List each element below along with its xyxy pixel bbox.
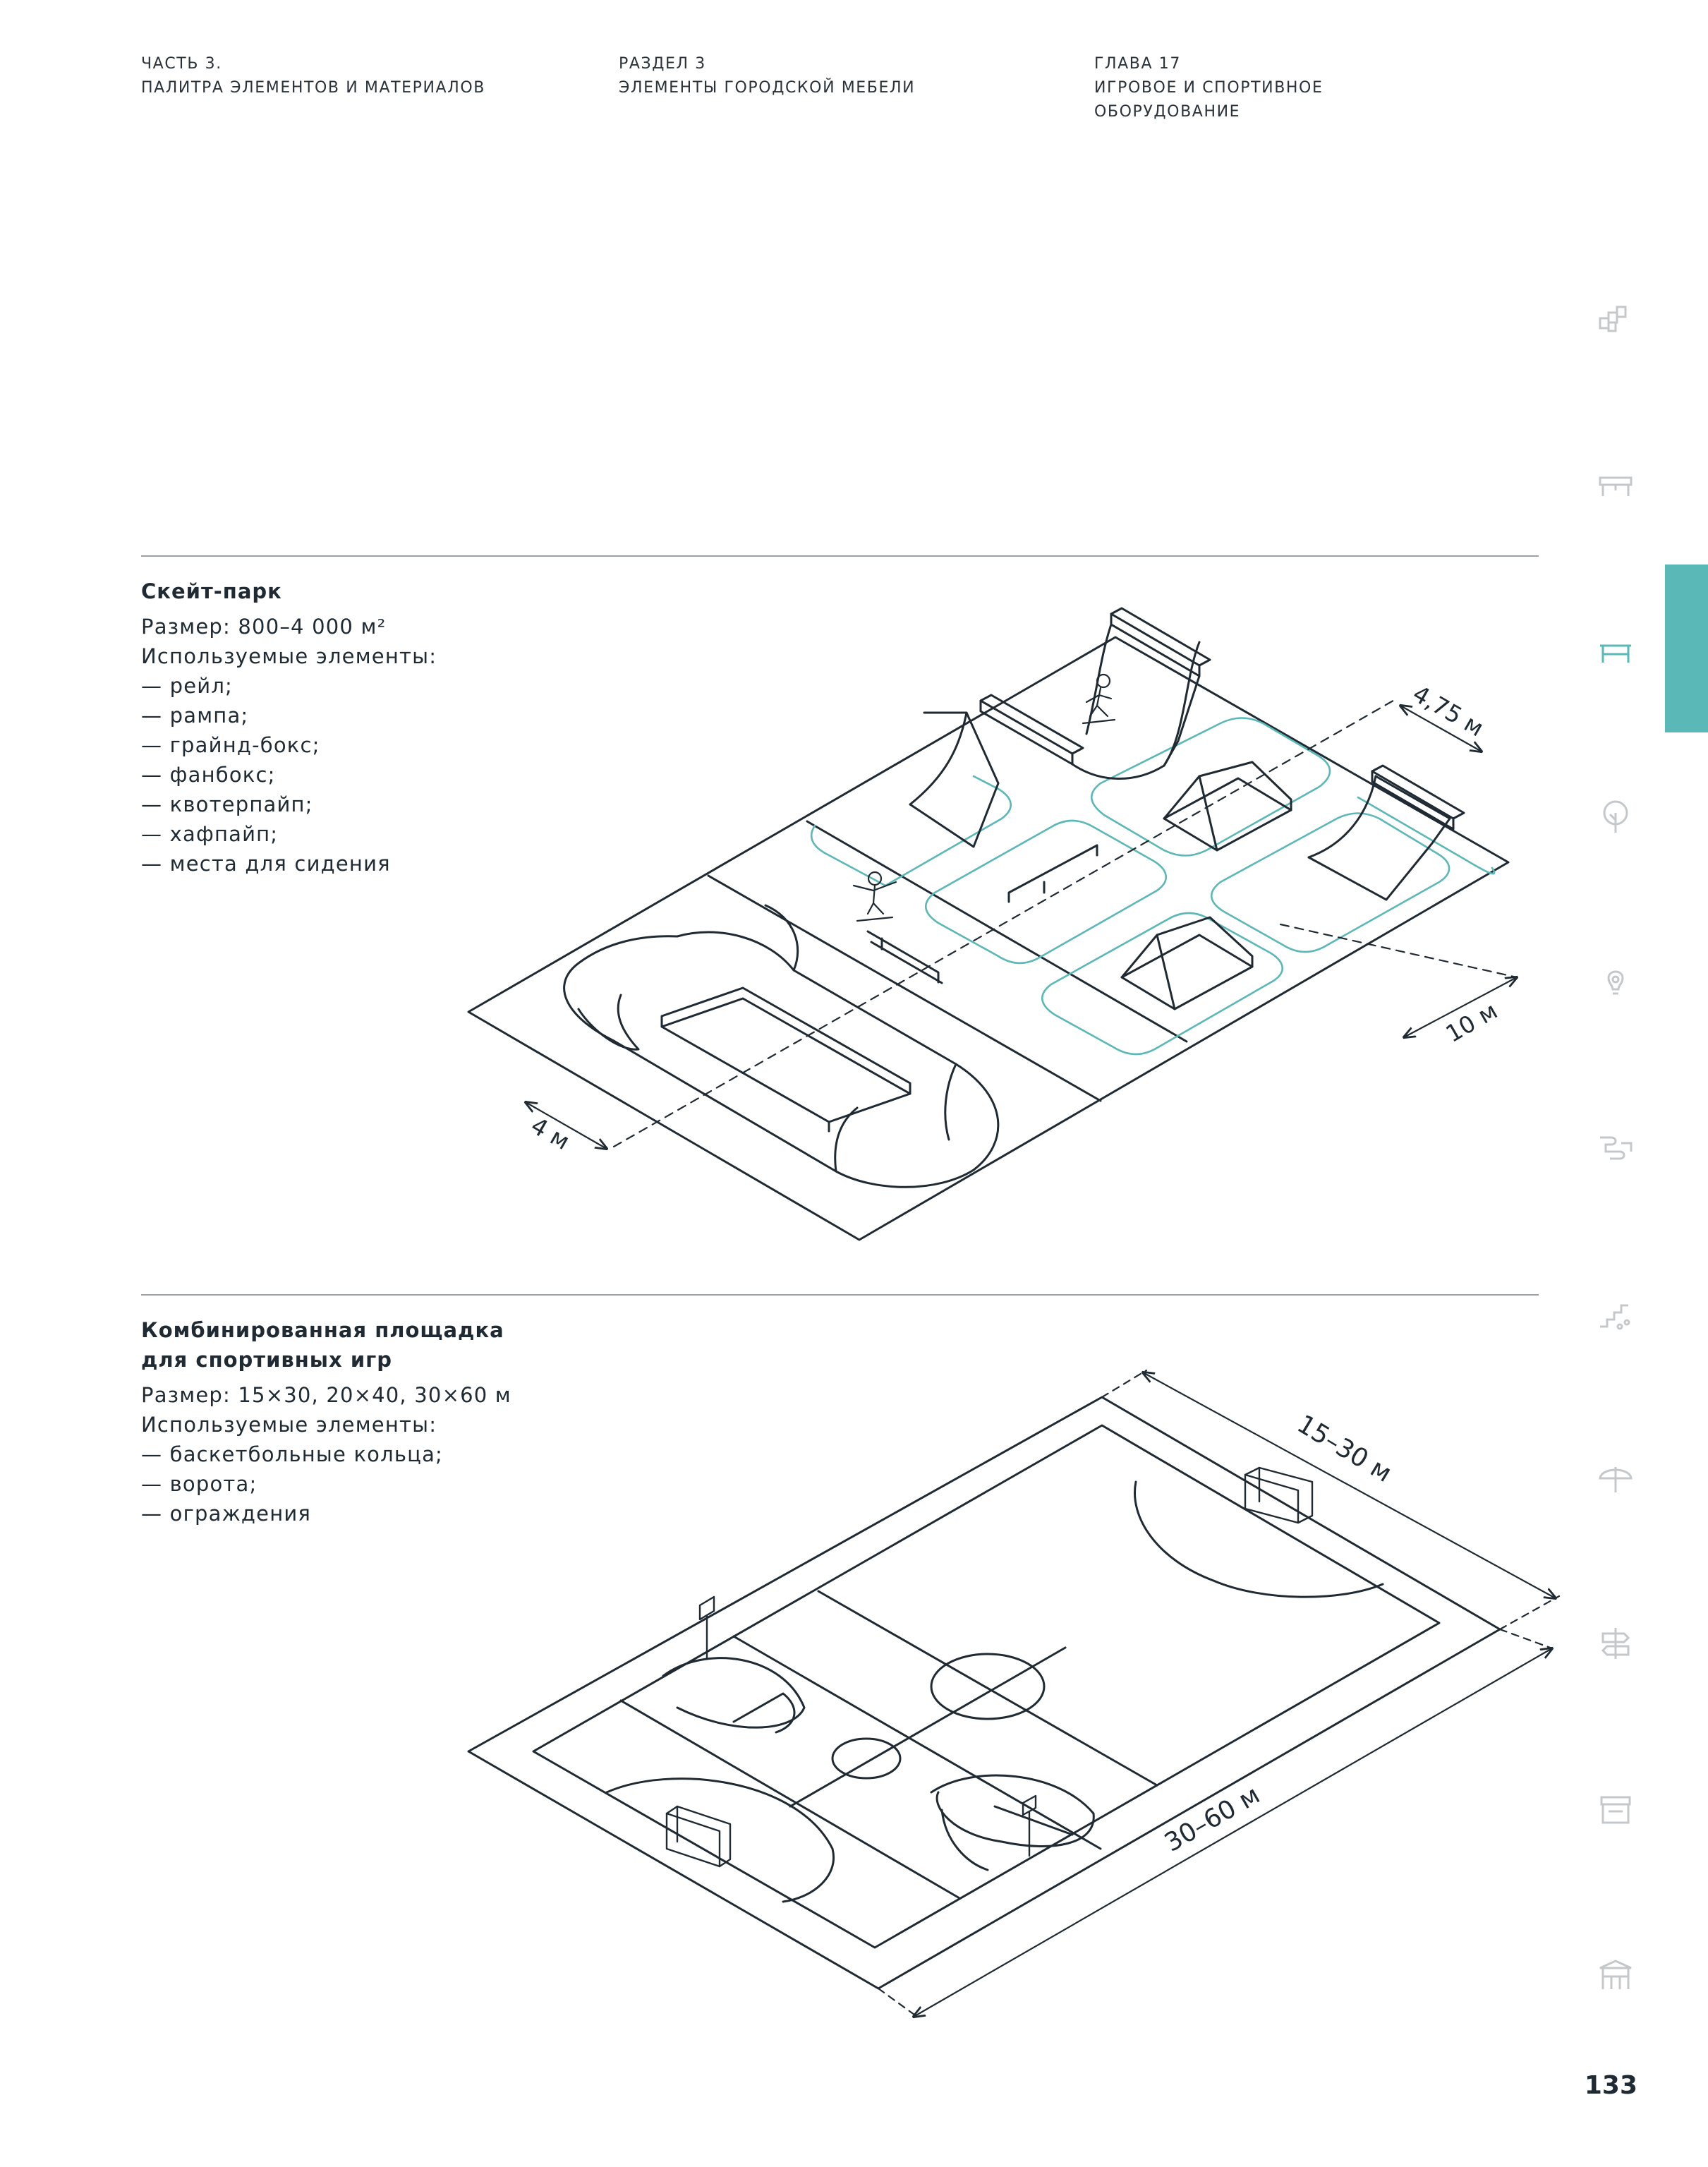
list-item: ограждения (141, 1499, 536, 1528)
quarterpipe (1307, 764, 1465, 901)
skatepark-diagram (467, 607, 1517, 1241)
umbrella-icon[interactable] (1596, 1459, 1635, 1498)
pipe-icon[interactable] (1596, 1128, 1635, 1167)
dimension-arrow (526, 1102, 607, 1149)
sports-title-line1: Комбинированная площадка (141, 1318, 504, 1342)
sports-dim-width-label: 15–30 м (1292, 1410, 1396, 1488)
dimension-arrow (1404, 977, 1517, 1037)
funbox (1163, 761, 1292, 852)
header-part-line2: ПАЛИТРА ЭЛЕМЕНТОВ И МАТЕРИАЛОВ (141, 79, 485, 97)
sports-ground-outer (467, 1396, 1501, 1990)
list-item: ворота; (141, 1469, 536, 1499)
list-item: рейл; (141, 671, 536, 701)
sports-court (532, 1424, 1441, 1949)
center-circle-large (930, 1653, 1046, 1720)
page-number: 133 (1584, 2071, 1637, 2100)
list-item: фанбокс; (141, 760, 536, 790)
sports-element-list: баскетбольные кольца; ворота; ограждения (141, 1439, 536, 1528)
skate-pads (811, 717, 1496, 1056)
skatepark-used-label: Используемые элементы: (141, 644, 437, 668)
skatepark-zone-divider (707, 874, 1102, 1102)
dimension-arrow (1400, 706, 1482, 751)
skate-bowl (563, 904, 1000, 1188)
kiosk-icon[interactable] (1596, 1790, 1635, 1830)
header-chapter: ГЛАВА 17 ИГРОВОЕ И СПОРТИВНОЕ ОБОРУДОВАН… (1094, 52, 1323, 124)
football-goal (665, 1805, 732, 1868)
bench-icon[interactable] (1596, 466, 1635, 506)
basketball-hoop (698, 1595, 715, 1660)
sports-diagram (467, 1369, 1561, 2017)
sports-description: Комбинированная площадка для спортивных … (141, 1315, 536, 1528)
header-section-line1: РАЗДЕЛ 3 (619, 55, 706, 73)
pavilion-icon[interactable] (1596, 1955, 1635, 1995)
sports-dimension-lines (877, 1369, 1561, 2017)
list-item: квотерпайп; (141, 790, 536, 819)
sports-title-line2: для спортивных игр (141, 1348, 393, 1372)
section-divider-skatepark (141, 555, 1539, 557)
header-section-line2: ЭЛЕМЕНТЫ ГОРОДСКОЙ МЕБЕЛИ (619, 79, 916, 97)
section-divider-sports (141, 1294, 1539, 1296)
skatepark-description: Скейт-парк Размер: 800–4 000 м² Использу… (141, 577, 536, 879)
sports-size: Размер: 15×30, 20×40, 30×60 м (141, 1383, 511, 1407)
list-item: хафпайп; (141, 819, 536, 849)
tree-icon[interactable] (1596, 797, 1635, 837)
court-line (619, 1699, 961, 1900)
list-item: места для сидения (141, 849, 536, 879)
center-circle (831, 1737, 902, 1780)
blocks-icon[interactable] (1596, 301, 1635, 341)
court-arc (732, 1692, 796, 1734)
list-item: рампа; (141, 701, 536, 730)
skater-figure (1082, 673, 1116, 725)
header-chapter-line3: ОБОРУДОВАНИЕ (1094, 103, 1241, 121)
stairs-icon[interactable] (1596, 1294, 1635, 1334)
court-arc (605, 1777, 835, 1903)
skatepark-ground (467, 636, 1510, 1241)
skatepark-dim-right-label: 10 м (1441, 996, 1503, 1047)
dimension-arrow (914, 1648, 1552, 2017)
header-part: ЧАСТЬ 3. ПАЛИТРА ЭЛЕМЕНТОВ И МАТЕРИАЛОВ (141, 52, 485, 100)
skatepark-dim-left-label: 4 м (526, 1111, 574, 1155)
court-line (817, 1590, 1158, 1787)
header-part-line1: ЧАСТЬ 3. (141, 55, 222, 73)
court-midline (789, 1646, 1067, 1808)
chapter-tab-marker (1665, 565, 1708, 732)
list-item: грайнд-бокс; (141, 730, 536, 760)
header-section: РАЗДЕЛ 3 ЭЛЕМЕНТЫ ГОРОДСКОЙ МЕБЕЛИ (619, 52, 915, 100)
signpost-icon[interactable] (1596, 1624, 1635, 1663)
court-line (732, 1635, 1102, 1850)
skatepark-element-list: рейл; рампа; грайнд-бокс; фанбокс; квоте… (141, 671, 536, 879)
skatepark-zone-divider (806, 820, 1188, 1043)
sports-dim-length-label: 30–60 м (1160, 1780, 1265, 1858)
funbox (1120, 916, 1254, 1010)
table-icon[interactable] (1596, 633, 1635, 672)
halfpipe (909, 607, 1211, 848)
dimension-arrow (1143, 1372, 1556, 1598)
skatepark-dimension-lines (526, 697, 1517, 1149)
skatepark-title: Скейт-парк (141, 579, 282, 603)
header-chapter-line2: ИГРОВОЕ И СПОРТИВНОЕ (1094, 79, 1324, 97)
skatepark-size: Размер: 800–4 000 м² (141, 615, 387, 639)
skater-figure (852, 871, 897, 922)
lightbulb-icon[interactable] (1596, 962, 1635, 1002)
list-item: баскетбольные кольца; (141, 1439, 536, 1469)
grind-rail (866, 844, 1098, 984)
sports-used-label: Используемые элементы: (141, 1413, 437, 1437)
header-chapter-line1: ГЛАВА 17 (1094, 55, 1181, 73)
